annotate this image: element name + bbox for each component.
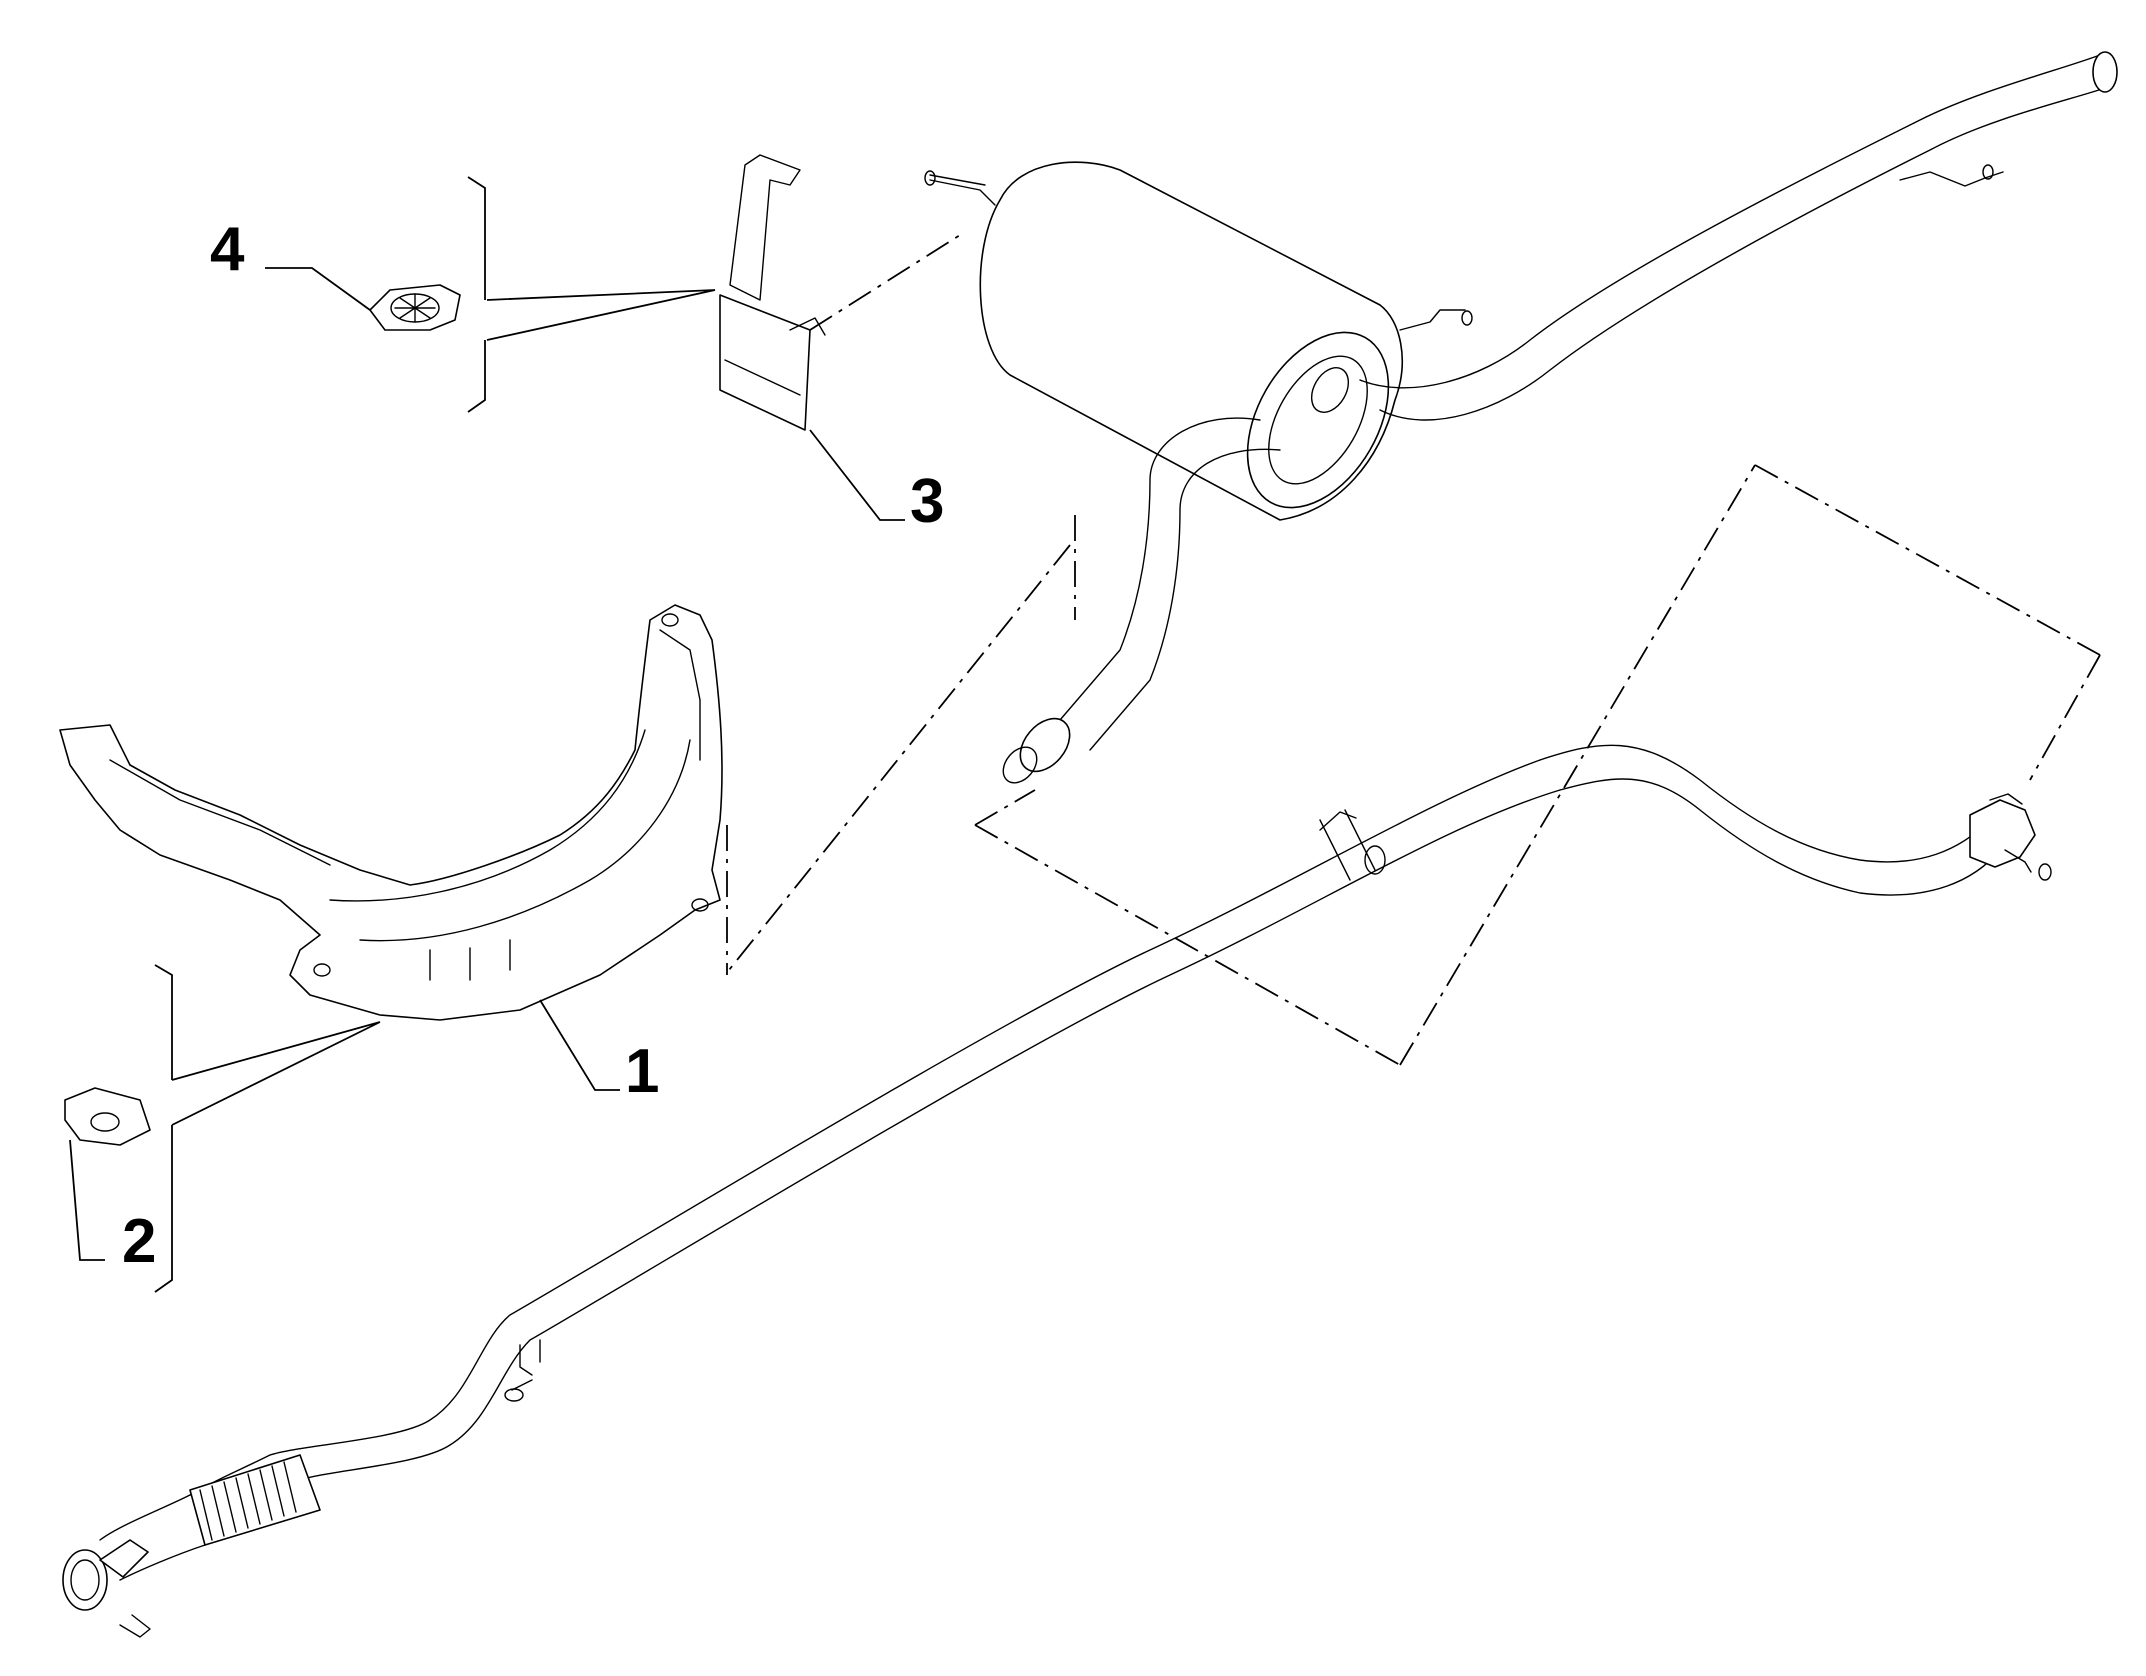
muffler xyxy=(924,161,1473,521)
leader-lines xyxy=(69,176,905,1293)
flex-pipe-assembly xyxy=(62,1454,321,1638)
callout-3: 3 xyxy=(910,467,944,536)
callout-2: 2 xyxy=(122,1207,156,1276)
exhaust-pipe-rear-section xyxy=(1539,744,2052,896)
part-4-washer xyxy=(369,284,461,331)
callout-1: 1 xyxy=(625,1037,659,1106)
heat-shield xyxy=(59,604,723,1021)
muffler-inlet-pipe xyxy=(1002,417,1281,784)
part-3-bracket xyxy=(719,154,826,431)
part-2-clip xyxy=(64,1087,151,1146)
callout-4: 4 xyxy=(210,215,245,284)
assembly-lines xyxy=(724,234,2101,1066)
exhaust-pipe-main xyxy=(269,759,1561,1481)
tail-pipe xyxy=(1359,51,2118,421)
